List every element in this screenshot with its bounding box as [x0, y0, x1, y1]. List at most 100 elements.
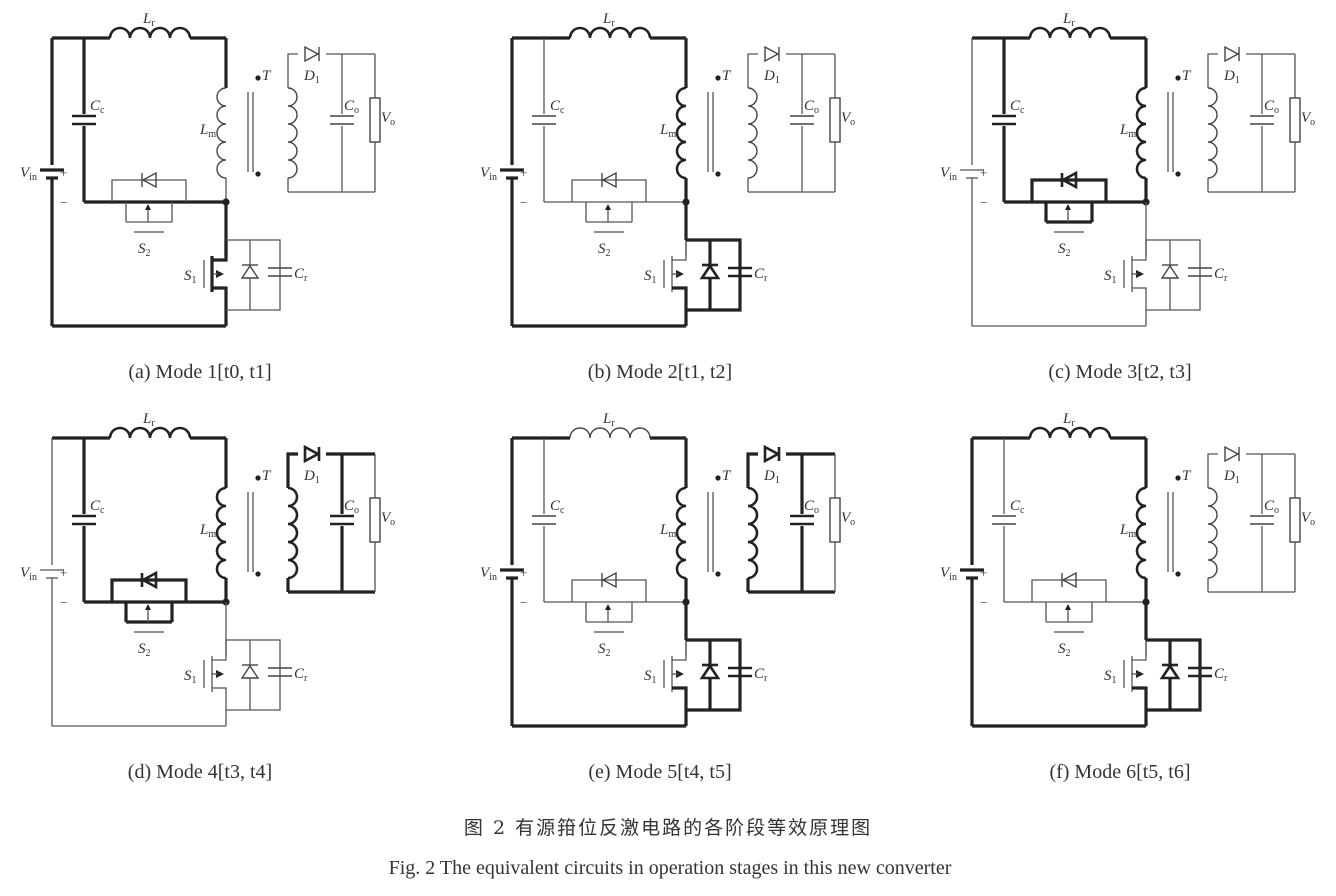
dot-primary — [715, 75, 721, 81]
dot-primary — [255, 475, 261, 481]
inductor-lr — [108, 26, 192, 39]
label-vin: Vin — [20, 165, 37, 183]
label-s2: S2 — [1058, 641, 1071, 659]
mosfet-s2-arrow — [145, 604, 151, 610]
mosfet-s1-arrow — [1136, 670, 1144, 678]
label-vin: Vin — [480, 165, 497, 183]
wire-s2-diode-loop — [111, 179, 187, 202]
wire-cr-loop — [226, 239, 281, 311]
dot-secondary — [1175, 171, 1181, 177]
inductor-lm — [675, 486, 687, 580]
label-cr: Cr — [754, 266, 768, 284]
diode-s1-body — [240, 264, 260, 279]
label-d1: D1 — [763, 68, 780, 86]
wire-cr-loop — [1146, 239, 1201, 311]
wire-s1-s — [212, 687, 227, 726]
label-d1: D1 — [303, 468, 320, 486]
inductor-lm — [215, 486, 227, 580]
dot-secondary — [255, 171, 261, 177]
label-cc: Cc — [1010, 98, 1025, 116]
label-co: Co — [804, 98, 819, 116]
label-co: Co — [344, 98, 359, 116]
inductor-secondary — [1207, 487, 1218, 579]
diode-s2-body — [1061, 571, 1077, 589]
label-s2: S2 — [138, 241, 151, 259]
inductor-lr — [1028, 426, 1112, 439]
panel-caption: (b) Mode 2[t1, t2] — [588, 361, 732, 383]
mosfet-s2-arrow — [605, 604, 611, 610]
label-s1: S1 — [1104, 668, 1117, 686]
diode-s1-body — [699, 263, 721, 280]
label-vin: Vin — [480, 565, 497, 583]
label-vo: Vo — [1301, 510, 1315, 528]
panel-caption: (c) Mode 3[t2, t3] — [1048, 361, 1191, 383]
label-s1: S1 — [644, 668, 657, 686]
label-vin: Vin — [940, 565, 957, 583]
inductor-secondary — [287, 486, 299, 580]
battery-plus: + — [980, 565, 987, 580]
panel-caption: (a) Mode 1[t0, t1] — [128, 361, 271, 383]
label-t: T — [722, 468, 732, 484]
inductor-lr — [1028, 26, 1112, 39]
label-vo: Vo — [381, 510, 395, 528]
label-s2: S2 — [138, 641, 151, 659]
mosfet-s2-arrow — [605, 204, 611, 210]
mosfet-s1-arrow — [216, 670, 224, 678]
label-vo: Vo — [381, 110, 395, 128]
label-co: Co — [1264, 498, 1279, 516]
label-lm: Lm — [199, 522, 216, 540]
dot-primary — [715, 475, 721, 481]
diode-d1 — [764, 45, 780, 63]
label-t: T — [722, 68, 732, 84]
label-cr: Cr — [1214, 666, 1228, 684]
wire-s1-s — [672, 686, 688, 726]
label-s1: S1 — [644, 268, 657, 286]
label-lr: Lr — [602, 11, 615, 29]
label-vo: Vo — [1301, 110, 1315, 128]
battery-plus: + — [60, 165, 67, 180]
label-lm: Lm — [1119, 522, 1136, 540]
label-t: T — [262, 68, 272, 84]
figure-title-english: Fig. 2 The equivalent circuits in operat… — [389, 857, 952, 879]
wire-s1-d — [212, 640, 227, 661]
wire-s1-d — [1132, 640, 1147, 661]
wire-s1-s — [1132, 686, 1148, 726]
wire-s1-s — [672, 286, 688, 326]
label-cc: Cc — [550, 98, 565, 116]
battery-minus: − — [520, 195, 527, 210]
diode-d1 — [1224, 45, 1240, 63]
dot-secondary — [1175, 571, 1181, 577]
wire-secondary-top — [1207, 53, 1218, 88]
label-t: T — [1182, 468, 1192, 484]
label-cr: Cr — [294, 666, 308, 684]
label-cr: Cr — [754, 666, 768, 684]
battery-plus: + — [520, 565, 527, 580]
inductor-lr — [569, 427, 651, 439]
label-lm: Lm — [659, 522, 676, 540]
label-s2: S2 — [598, 641, 611, 659]
label-vin: Vin — [940, 165, 957, 183]
label-lr: Lr — [602, 411, 615, 429]
wire-s2-diode-loop — [571, 179, 647, 202]
inductor-lr — [108, 426, 192, 439]
diode-d1 — [1224, 445, 1240, 463]
mosfet-s2-arrow — [1065, 604, 1071, 610]
label-s1: S1 — [184, 668, 197, 686]
wire-secondary-top — [746, 452, 758, 488]
label-s1: S1 — [184, 268, 197, 286]
dot-secondary — [715, 571, 721, 577]
mosfet-s2-arrow — [1065, 204, 1071, 210]
inductor-lm — [216, 87, 227, 179]
diode-s1-body — [1160, 264, 1180, 279]
label-cc: Cc — [90, 98, 105, 116]
mosfet-s1-arrow — [1136, 270, 1144, 278]
inductor-lr — [568, 26, 652, 39]
label-s1: S1 — [1104, 268, 1117, 286]
label-cr: Cr — [1214, 266, 1228, 284]
wire-s1-d — [1132, 240, 1147, 261]
load-vo — [369, 97, 381, 143]
load-vo — [1289, 497, 1301, 543]
